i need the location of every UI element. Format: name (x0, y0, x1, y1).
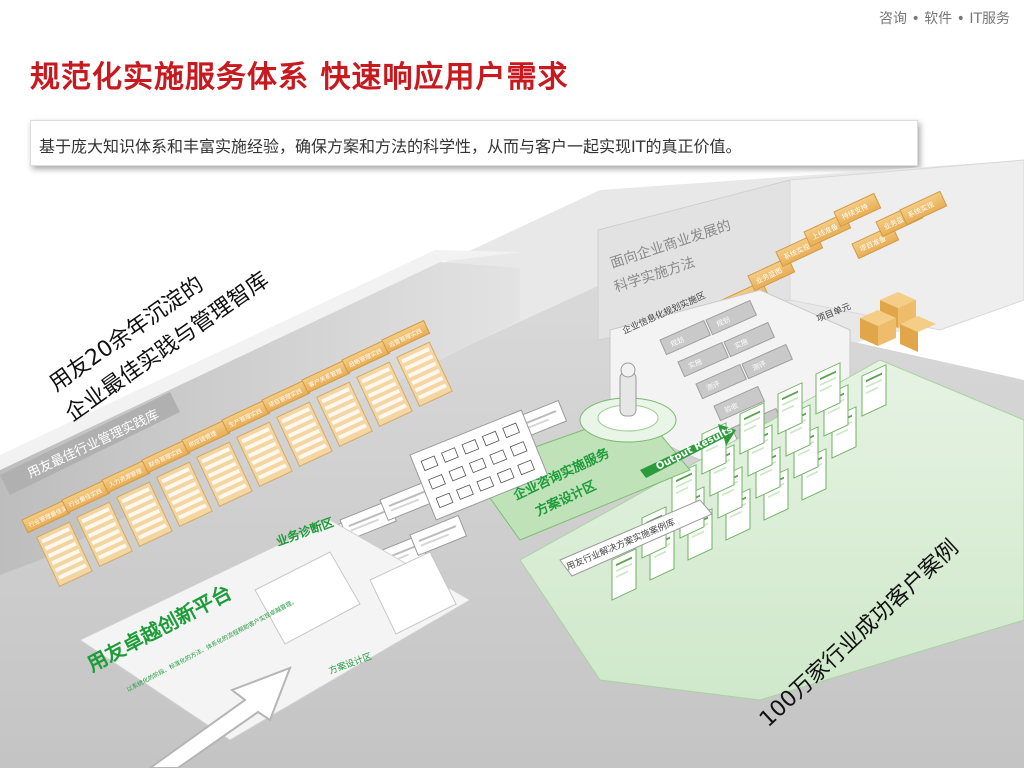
output-arrow (640, 424, 736, 478)
method-tile: 测评 (741, 343, 794, 380)
customer-case-area (519, 359, 1024, 701)
case-panels (611, 362, 887, 601)
diagnosis-board (339, 499, 398, 542)
case-panel (739, 402, 765, 455)
case-panel (671, 464, 697, 517)
diagnosis-board (409, 514, 468, 557)
page-title: 规范化实施服务体系 快速响应用户需求 (30, 60, 569, 95)
phase-tile: 系统实现 (899, 190, 948, 226)
chess-pawn-head (620, 362, 636, 378)
chess-pawn-icon (619, 371, 637, 417)
solution-library-band (559, 499, 713, 577)
flowchart-board (409, 409, 549, 521)
orange-tile: 供应链管理 (181, 419, 253, 508)
case-panel (815, 362, 841, 415)
method-tile: 验收 (713, 385, 766, 422)
consulting-zone (469, 409, 691, 541)
entry-arrow (148, 666, 292, 768)
library-label-band (0, 392, 180, 495)
orange-tile: 战略管理实践 (341, 339, 413, 428)
orange-tile: 运营管理实践 (381, 319, 453, 408)
subtitle-box: 基于庞大知识体系和丰富实施经验，确保方案和方法的科学性，从而与客户一起实现IT的… (30, 120, 918, 166)
method-tile: 实施 (723, 321, 776, 358)
right-back-wall (789, 159, 1024, 331)
platform-board-left (254, 551, 361, 645)
orange-shelves: 行业管理最佳实践行业最佳实践人力资源管理财务管理实践供应链管理生产管理实践项目管… (21, 319, 453, 588)
diagnosis-board (379, 479, 438, 522)
platform-board-right (369, 551, 457, 635)
case-panel (861, 364, 887, 417)
project-unit-cubes (860, 292, 936, 352)
method-tile: 实施 (677, 341, 730, 378)
case-panel (777, 382, 803, 435)
method-tile: 规划 (659, 319, 712, 356)
method-tile: 测评 (695, 363, 748, 400)
method-tile: 规划 (705, 299, 758, 336)
brand-tagline: 咨询 • 软件 • IT服务 (879, 11, 1010, 27)
orange-tile: 客户关系管理 (301, 359, 373, 448)
phase-tile: 持续支持 (833, 192, 882, 228)
orange-tile: 项目管理实践 (261, 379, 333, 468)
platform-base (78, 519, 471, 741)
case-panel (611, 548, 637, 601)
page-subtitle: 基于庞大知识体系和丰富实施经验，确保方案和方法的科学性，从而与客户一起实现IT的… (39, 137, 742, 156)
